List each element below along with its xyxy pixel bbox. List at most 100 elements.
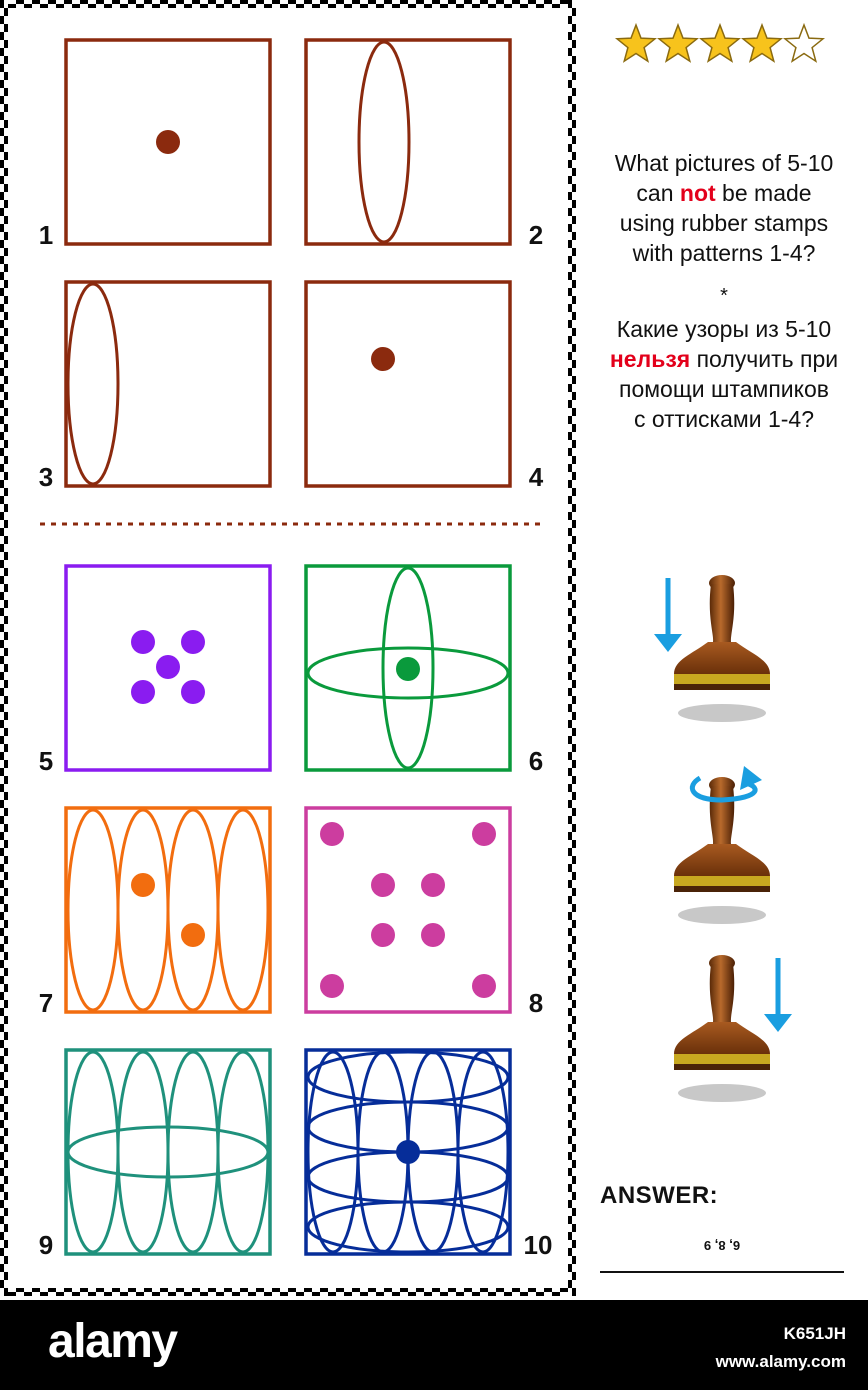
arrow-arc: [689, 775, 758, 803]
panel-pattern: [66, 808, 270, 1012]
pattern-dot: [181, 630, 205, 654]
pattern-dot: [181, 680, 205, 704]
panel-6: 6: [304, 564, 543, 776]
panel-pattern: [320, 822, 496, 998]
stamp-shadow: [678, 1084, 766, 1102]
panel-4: 4: [304, 280, 544, 492]
panel-pattern: [66, 1050, 270, 1254]
image-id: K651JH: [783, 1324, 846, 1343]
stamp-shadow: [678, 906, 766, 924]
star-filled-icon: [698, 22, 742, 63]
panel-number: 5: [39, 746, 53, 776]
pattern-dot: [371, 347, 395, 371]
pattern-dot: [371, 923, 395, 947]
panel-number: 9: [39, 1230, 53, 1260]
stamp-base: [674, 642, 770, 674]
rotate-arrow-icon: [689, 766, 762, 803]
down-arrow-icon: [764, 958, 792, 1032]
panel-number: 8: [529, 988, 543, 1018]
question-text: What pictures of 5-10 can not be made us…: [580, 148, 868, 434]
pattern-dot: [181, 923, 205, 947]
panel-pattern: [357, 40, 411, 244]
panel-pattern: [131, 630, 205, 704]
question-en-line: with patterns 1-4?: [632, 240, 816, 266]
pattern-dot: [131, 680, 155, 704]
stamp-rubber: [674, 886, 770, 892]
panel-frame: [64, 280, 272, 488]
language-separator: *: [720, 285, 728, 307]
panel-frame: [64, 1048, 272, 1256]
panel-10: 10: [304, 1048, 553, 1260]
pattern-dot: [396, 657, 420, 681]
panel-7: 7: [39, 806, 272, 1018]
stamp-down-arrow-left: [674, 575, 770, 722]
rating-stars: [614, 22, 826, 63]
panel-frame: [304, 280, 512, 488]
stamp-shadow: [678, 704, 766, 722]
panel-3: 3: [39, 280, 272, 492]
panel-pattern: [371, 347, 395, 371]
question-en-line: using rubber stamps: [619, 210, 829, 236]
stamp-handle: [709, 786, 735, 844]
panel-number: 2: [529, 220, 543, 250]
panel-frame: [304, 38, 512, 246]
stamp-illustrations: [654, 575, 792, 1102]
arrow-head: [740, 766, 762, 790]
panel-number: 3: [39, 462, 53, 492]
question-en: What pictures of 5-10 can not be made us…: [580, 148, 868, 268]
site-url: www.alamy.com: [715, 1352, 846, 1371]
question-ru: Какие узоры из 5-10 нельзя получить при …: [580, 314, 868, 434]
pattern-ellipse: [66, 282, 120, 486]
pattern-dot: [320, 974, 344, 998]
panel-number: 10: [524, 1230, 553, 1260]
pattern-ellipse: [66, 1050, 120, 1254]
panel-pattern: [306, 1050, 510, 1254]
stamp-ink-pad: [674, 674, 770, 684]
panel-8: 8: [304, 806, 543, 1018]
panel-pattern: [306, 566, 510, 770]
pattern-dot: [472, 822, 496, 846]
pattern-ellipse: [381, 566, 435, 770]
star-empty-icon: [782, 22, 826, 63]
question-en-fragment: be made: [715, 180, 812, 206]
brand-logo: alamy: [48, 1315, 178, 1368]
pattern-dot: [371, 873, 395, 897]
question-en-highlight: not: [679, 180, 716, 206]
pattern-dot: [472, 974, 496, 998]
pattern-ellipse: [306, 646, 510, 700]
panel-9: 9: [39, 1048, 272, 1260]
panel-number: 6: [529, 746, 543, 776]
pattern-ellipse: [116, 1050, 170, 1254]
pattern-ellipse: [456, 1050, 510, 1254]
stamp-ink-pad: [674, 876, 770, 886]
question-en-fragment: can: [636, 180, 680, 206]
pattern-ellipse: [116, 808, 170, 1012]
question-ru-line: с оттисками 1-4?: [633, 406, 815, 432]
pattern-dot: [396, 1140, 420, 1164]
star-filled-icon: [740, 22, 784, 63]
pattern-dot: [131, 630, 155, 654]
stamp-handle: [709, 964, 735, 1022]
panel-number: 1: [39, 220, 53, 250]
question-en-line: What pictures of 5-10: [614, 150, 834, 176]
puzzle-canvas: 1 2 3 4 5 6 7 8 9 10: [0, 0, 826, 1296]
stamp-ink-pad: [674, 1054, 770, 1064]
pattern-panels: 1 2 3 4 5 6 7 8 9 10: [39, 38, 553, 1260]
pattern-ellipse: [216, 1050, 270, 1254]
pattern-ellipse: [166, 808, 220, 1012]
pattern-ellipse: [306, 1200, 510, 1254]
checkered-frame: [0, 0, 576, 1296]
question-en-line: can not be made: [580, 178, 868, 208]
pattern-dot: [421, 873, 445, 897]
pattern-ellipse: [166, 1050, 220, 1254]
pattern-ellipse: [306, 1050, 510, 1104]
stamp-handle: [709, 584, 735, 642]
question-ru-line: помощи штампиков: [619, 376, 829, 402]
star-filled-icon: [656, 22, 700, 63]
down-arrow-icon: [654, 578, 682, 652]
question-ru-fragment: получить при: [690, 346, 839, 372]
question-ru-line: Какие узоры из 5-10: [616, 316, 832, 342]
pattern-ellipse: [357, 40, 411, 244]
panel-1: 1: [39, 38, 272, 250]
stamp-base: [674, 1022, 770, 1054]
